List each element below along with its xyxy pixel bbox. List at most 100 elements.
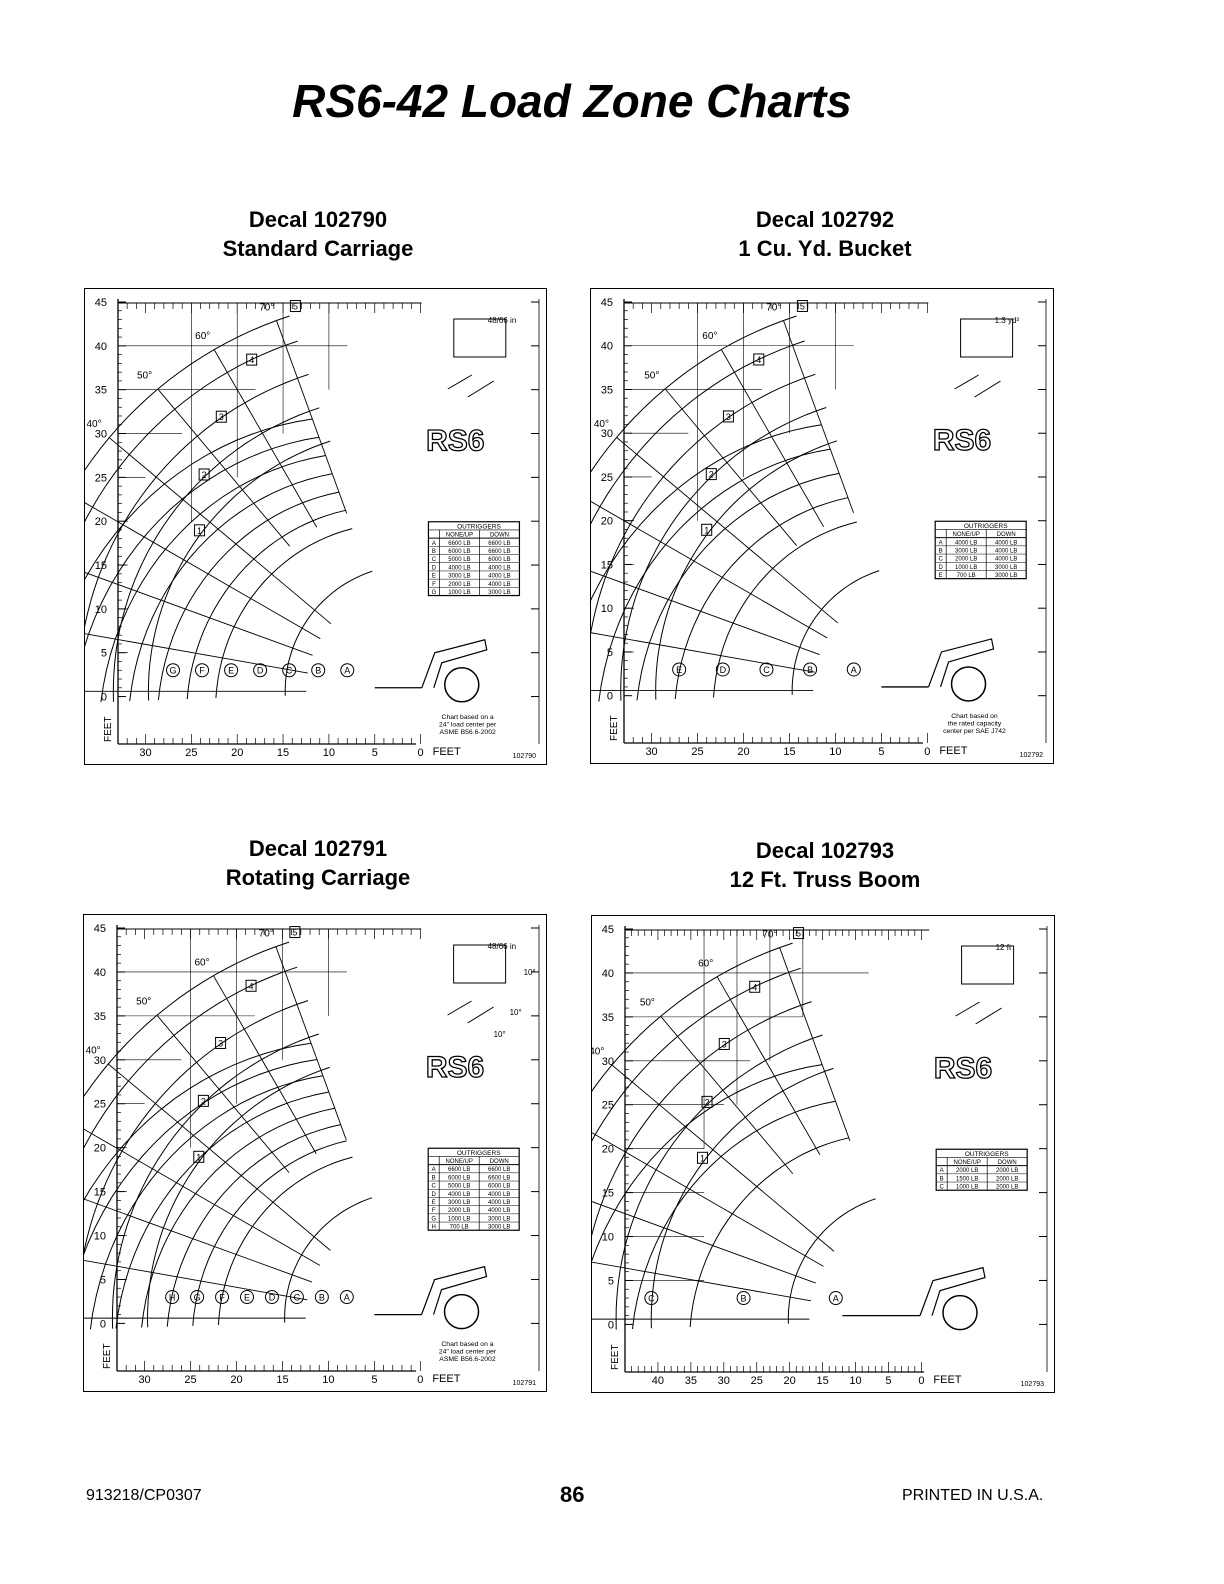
x-axis-unit: FEET [433, 746, 461, 758]
zone-circle [340, 663, 355, 678]
decal-number: 102791 [513, 1380, 536, 1387]
table-down-cell: 3000 LB [488, 1225, 510, 1231]
x-tick-label: 30 [138, 1374, 150, 1386]
chart-note-line: center per SAE J742 [943, 728, 1006, 735]
zone-boundary-curve [115, 1091, 330, 1329]
y-tick-label: 0 [607, 691, 613, 703]
y-tick-label: 20 [602, 1144, 614, 1156]
footer-printed: PRINTED IN U.S.A. [902, 1487, 1044, 1504]
machine-tire [444, 667, 480, 703]
extension-arc [591, 315, 797, 473]
table-zone-cell: B [940, 1176, 944, 1182]
boom-angle-line [156, 1014, 290, 1174]
extension-box [215, 410, 227, 423]
table-zone-cell: C [432, 557, 437, 563]
x-axis-unit: FEET [939, 745, 967, 757]
attachment-icon [961, 945, 1015, 985]
boom-angle-label: 50° [137, 370, 152, 381]
y-tick-label: 5 [100, 1274, 106, 1286]
attachment-fork [467, 1006, 494, 1024]
x-tick-label: 15 [816, 1375, 828, 1387]
zone-boundary-curve [141, 1107, 335, 1328]
extension-arc [85, 315, 290, 471]
table-down-cell: 6600 LB [488, 1175, 510, 1181]
boom-angle-line [213, 349, 318, 528]
model-logo: RS6 [934, 1052, 992, 1085]
boom-angle-line [592, 1201, 816, 1284]
y-tick-label: 10 [602, 1232, 614, 1244]
y-tick-label: 40 [601, 341, 613, 353]
zone-circle [166, 663, 181, 678]
table-zone-cell: B [432, 549, 436, 555]
table-col-none-up: NONE/UP [953, 532, 980, 538]
x-tick-label: 5 [371, 1374, 377, 1386]
zone-circle [289, 1290, 304, 1305]
table-zone-cell: D [432, 1192, 437, 1198]
zone-boundary-curve [592, 1064, 823, 1262]
extension-label: 1 [704, 525, 709, 535]
extension-label: 1 [196, 1152, 201, 1162]
caption-line2: Standard Carriage [222, 236, 414, 261]
x-tick-label: 30 [139, 747, 151, 759]
y-axis-unit: FEET [102, 1343, 113, 1369]
table-header: OUTRIGGERS [457, 1150, 501, 1157]
table-none-up-cell: 2000 LB [448, 582, 470, 588]
table-down-cell: 4000 LB [488, 1200, 510, 1206]
table-none-up-cell: 1000 LB [956, 1185, 978, 1191]
x-tick-label: 25 [184, 1374, 196, 1386]
caption-line1: Decal 102792 [755, 207, 895, 232]
zone-label: E [244, 1293, 250, 1303]
extension-label: 2 [705, 1097, 710, 1107]
table-none-up-cell: 6000 LB [448, 1175, 470, 1181]
machine-tire [942, 1294, 978, 1331]
table-down-cell: 6600 LB [488, 541, 510, 547]
zone-boundary-curve [85, 418, 313, 580]
table-none-up-cell: 6600 LB [448, 1167, 470, 1173]
model-logo: RS6 [933, 424, 991, 457]
boom-angle-line [84, 1128, 321, 1266]
table-none-up-cell: 4000 LB [448, 1192, 470, 1198]
y-tick-label: 30 [95, 429, 107, 441]
extension-arc [84, 966, 298, 1149]
y-tick-label: 20 [601, 516, 613, 528]
extension-label: 4 [752, 982, 757, 992]
extension-box [701, 1095, 713, 1108]
zone-label: D [720, 665, 727, 675]
zone-label: B [741, 1294, 747, 1304]
x-tick-label: 5 [885, 1375, 891, 1387]
machine-boom-silhouette [420, 1265, 488, 1315]
x-tick-label: 5 [878, 746, 884, 758]
decal-number: 102793 [1021, 1381, 1044, 1388]
x-tick-label: 30 [645, 746, 657, 758]
caption-line2: 12 Ft. Truss Boom [729, 867, 921, 892]
extension-arc [592, 1001, 812, 1236]
extension-arc [655, 440, 838, 700]
table-zone-cell: D [939, 565, 944, 571]
table-none-up-cell: 700 LB [450, 1225, 469, 1231]
zone-label: F [219, 1293, 225, 1303]
table-none-up-cell: 1000 LB [448, 1216, 470, 1222]
boom-angle-label: 70° [259, 929, 274, 940]
y-tick-label: 40 [95, 341, 107, 353]
y-tick-label: 40 [602, 968, 614, 980]
extension-box [215, 1036, 227, 1049]
table-col-down: DOWN [490, 533, 509, 539]
table-zone-cell: E [432, 1200, 436, 1206]
chart-note-line: 24" load center per [439, 721, 497, 728]
table-down-cell: 2000 LB [996, 1176, 1018, 1182]
zone-label: E [228, 666, 234, 676]
zone-boundary-curve [85, 436, 320, 647]
table-none-up-cell: 6000 LB [448, 549, 470, 555]
extension-box [197, 1094, 209, 1107]
zone-circle [240, 1290, 255, 1305]
machine-tire [950, 666, 987, 702]
caption-line1: Decal 102791 [248, 836, 388, 861]
y-tick-label: 45 [602, 924, 614, 936]
x-tick-label: 10 [322, 1374, 334, 1386]
zone-boundary-curve [689, 1137, 849, 1328]
boom-angle-label: 70° [762, 930, 777, 941]
zone-label: D [257, 666, 264, 676]
table-down-cell: 4000 LB [488, 582, 510, 588]
zone-label: A [344, 666, 350, 676]
